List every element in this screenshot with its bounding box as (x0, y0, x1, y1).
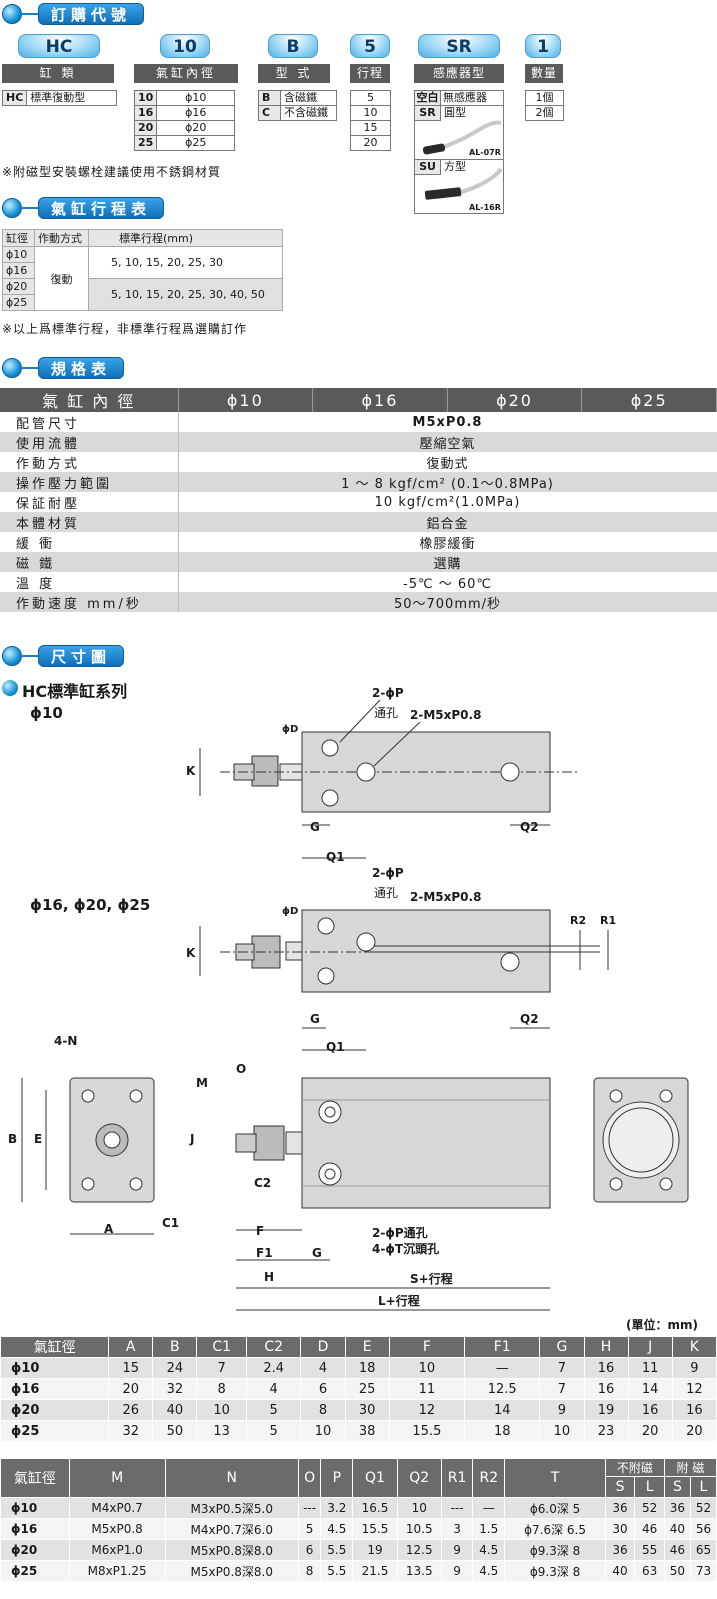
series-title: HC標準缸系列 (22, 682, 128, 701)
code-badge: SR (418, 34, 500, 58)
unit-label: (單位：mm) (626, 1318, 698, 1332)
section-dims-header: 尺寸圖 (2, 644, 146, 668)
order-header: 型 式 (258, 64, 330, 83)
order-header: 行程 (350, 64, 390, 83)
section-title: 訂購代號 (38, 3, 145, 25)
order-header: 數量 (525, 64, 563, 83)
section-order-header: 訂購代號 (2, 2, 146, 26)
code-badge: 10 (160, 34, 210, 58)
round-sensor-icon (422, 120, 502, 155)
stroke-note: ※以上爲標準行程，非標準行程爲選購訂作 (2, 322, 248, 336)
bullet-icon (2, 358, 22, 378)
stroke-code-table: 5 10 15 20 (350, 90, 391, 151)
bullet-icon (2, 4, 22, 24)
code-badge: 5 (350, 34, 390, 58)
order-note: ※附磁型安裝螺栓建議使用不銹鋼材質 (2, 165, 222, 179)
section-spec-header: 規格表 (2, 356, 146, 380)
bullet-icon (2, 198, 22, 218)
bore10-label: ϕ10 (30, 704, 63, 722)
order-header: 缸 類 (2, 64, 114, 83)
code-badge: B (268, 34, 318, 58)
qty-table: 1個 2個 (525, 90, 564, 121)
dimension-drawing-16-25 (199, 909, 609, 1051)
section-title: 規格表 (38, 357, 125, 379)
section-stroke-header: 氣缸行程表 (2, 196, 165, 220)
code-badge: 1 (525, 34, 561, 58)
bullet-icon (2, 646, 22, 666)
section-title: 氣缸行程表 (38, 197, 165, 219)
bore-other-label: ϕ16, ϕ20, ϕ25 (30, 896, 151, 914)
order-header: 感應器型 (414, 64, 504, 83)
bullet-icon (2, 680, 18, 696)
square-sensor-icon (424, 167, 503, 200)
section-title: 尺寸圖 (38, 645, 125, 667)
dimension-drawing-10 (199, 699, 580, 859)
dimension-drawing-views (21, 1077, 689, 1311)
code-badge: HC (18, 34, 100, 58)
order-header: 氣缸內徑 (134, 64, 238, 83)
